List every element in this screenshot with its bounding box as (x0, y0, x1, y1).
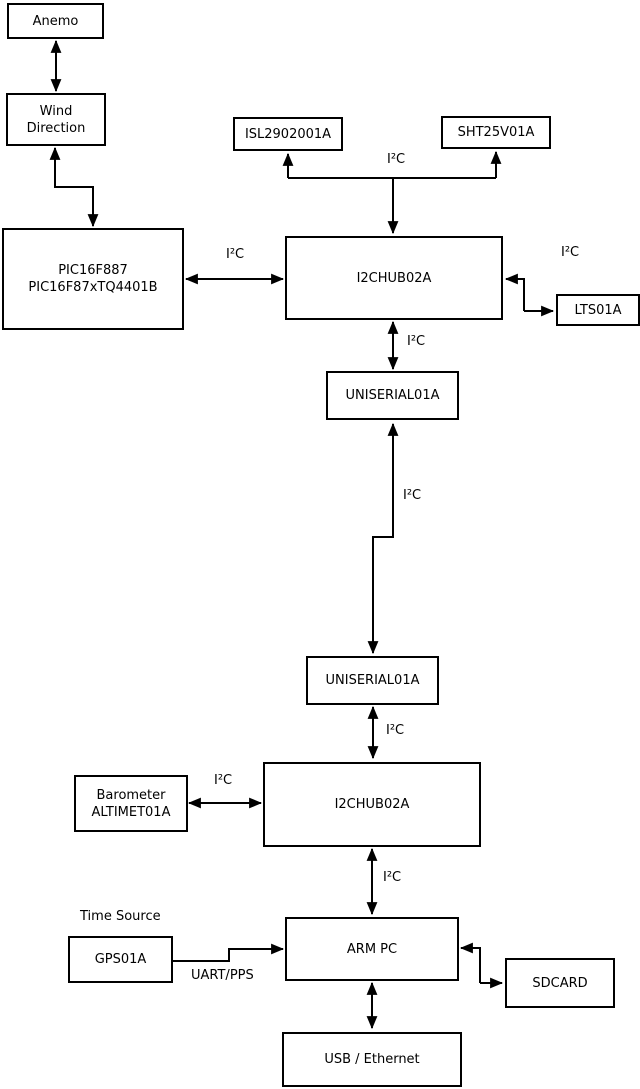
node-uniserial-top-label: UNISERIAL01A (345, 388, 440, 403)
node-uniserial-bottom: UNISERIAL01A (306, 656, 439, 705)
node-gps01a: GPS01A (68, 936, 173, 983)
node-uniserial-bottom-label: UNISERIAL01A (325, 673, 420, 688)
edge-label-i2c-pic-hub: I²C (226, 247, 245, 262)
node-anemo-label: Anemo (32, 13, 79, 29)
node-usb-ethernet: USB / Ethernet (282, 1032, 462, 1087)
node-barometer-label-line1: Barometer (96, 787, 166, 803)
node-lts01a: LTS01A (556, 294, 640, 326)
node-i2chub-top: I2CHUB02A (285, 236, 503, 320)
node-arm-pc-label: ARM PC (346, 941, 398, 957)
edge-label-i2c-barometer-hub2: I²C (214, 773, 233, 788)
node-isl2902001a-label: ISL2902001A (244, 126, 332, 142)
node-pic16f887-label-line2: PIC16F87xTQ4401B (28, 280, 158, 295)
edge-label-i2c-hub-lts: I²C (561, 245, 580, 260)
node-gps01a-label: GPS01A (94, 952, 147, 967)
edge-label-uart-pps: UART/PPS (191, 968, 254, 983)
node-lts01a-label: LTS01A (574, 302, 622, 318)
node-usb-ethernet-label: USB / Ethernet (324, 1052, 420, 1067)
edge-label-i2c-bus-top: I²C (387, 152, 406, 167)
node-sht25v01a: SHT25V01A (441, 116, 551, 149)
node-i2chub-bottom: I2CHUB02A (263, 762, 481, 847)
node-pic16f887: PIC16F887 PIC16F87xTQ4401B (2, 228, 184, 330)
node-wind-direction-label-line2: Direction (26, 120, 86, 136)
node-anemo: Anemo (7, 3, 104, 39)
node-sdcard-label: SDCARD (532, 975, 588, 991)
edge-label-time-source: Time Source (80, 909, 161, 924)
edge-label-i2c-uniserial-link: I²C (403, 488, 422, 503)
node-pic16f887-label-line1: PIC16F887 (58, 263, 128, 278)
edge-label-i2c-uniserial-hub2: I²C (386, 723, 405, 738)
node-uniserial-top: UNISERIAL01A (326, 371, 459, 420)
node-barometer: Barometer ALTIMET01A (74, 775, 188, 832)
node-i2chub-bottom-label: I2CHUB02A (334, 797, 410, 812)
edge-label-i2c-hub2-armpc: I²C (383, 870, 402, 885)
node-i2chub-top-label: I2CHUB02A (356, 270, 432, 286)
node-sht25v01a-label: SHT25V01A (457, 125, 535, 140)
edge-gps-armpc (173, 943, 285, 962)
edge-wind-pic (49, 146, 99, 228)
edge-uniserial-link (367, 422, 399, 655)
node-wind-direction: Wind Direction (6, 93, 106, 146)
node-barometer-label-line2: ALTIMET01A (91, 804, 171, 820)
edge-label-i2c-hub-uniserial: I²C (407, 334, 426, 349)
node-sdcard: SDCARD (505, 958, 615, 1008)
node-isl2902001a: ISL2902001A (233, 117, 343, 151)
node-arm-pc: ARM PC (285, 917, 459, 981)
node-wind-direction-label-line1: Wind (39, 103, 73, 119)
